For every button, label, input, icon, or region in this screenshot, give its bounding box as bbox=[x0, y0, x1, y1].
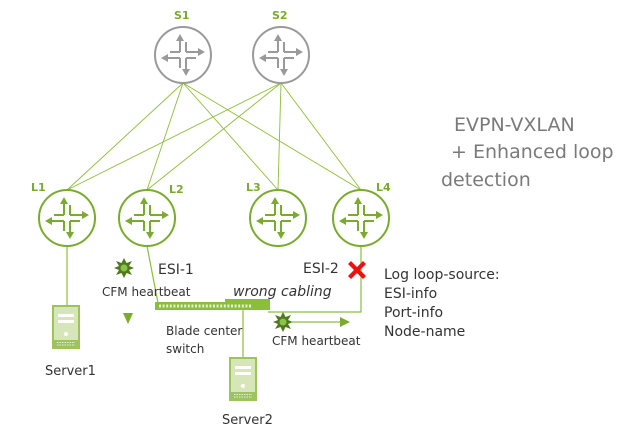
fabric-links bbox=[66, 82, 362, 191]
title-line-1: + Enhanced loop bbox=[445, 141, 614, 163]
router-arrows-icon bbox=[259, 34, 303, 76]
switch-port bbox=[198, 304, 201, 308]
switch-port bbox=[209, 304, 212, 308]
l2-switch-link bbox=[146, 245, 159, 304]
leaf-label: L4 bbox=[376, 181, 391, 194]
switch-port bbox=[159, 304, 161, 308]
switch-port bbox=[184, 304, 187, 308]
router-icon bbox=[118, 189, 176, 247]
leaf-l1: L1 bbox=[31, 181, 96, 247]
switch-port bbox=[241, 304, 244, 308]
router-icon bbox=[332, 189, 390, 247]
error-x-icon bbox=[348, 261, 366, 279]
esi2-label: ESI-2 bbox=[303, 261, 339, 277]
leaf-label: L2 bbox=[169, 183, 184, 196]
switch-label-line1: Blade center bbox=[166, 324, 242, 338]
switch-port bbox=[249, 304, 251, 308]
leaf-label: L3 bbox=[246, 181, 261, 194]
heartbeat-burst-icon bbox=[114, 258, 134, 278]
link-s1-l2 bbox=[146, 82, 184, 191]
heartbeat-burst-icon bbox=[273, 312, 293, 332]
router-arrows-icon bbox=[161, 34, 205, 76]
router-icon bbox=[154, 26, 212, 84]
link-s1-l4 bbox=[182, 82, 362, 191]
server-icon bbox=[52, 305, 80, 349]
link-s1-l1 bbox=[66, 82, 184, 191]
switch-port bbox=[187, 304, 190, 308]
spine-label: S1 bbox=[174, 9, 190, 22]
switch-port bbox=[227, 304, 230, 308]
router-arrows-icon bbox=[125, 197, 169, 239]
esi1-label: ESI-1 bbox=[158, 262, 194, 278]
router-arrows-icon bbox=[256, 197, 300, 239]
server-icon bbox=[229, 357, 257, 401]
link-s2-l3 bbox=[277, 82, 282, 191]
leaf-l3: L3 bbox=[246, 181, 307, 247]
switch-port bbox=[191, 304, 194, 308]
switch-port bbox=[169, 304, 172, 308]
leaf-l2: L2 bbox=[118, 183, 184, 247]
wrong-cabling-label: wrong cabling bbox=[233, 284, 332, 300]
switch-icon bbox=[155, 299, 270, 310]
router-icon bbox=[252, 26, 310, 84]
title-line-0: EVPN-VXLAN bbox=[454, 114, 575, 136]
switch-port bbox=[231, 304, 233, 308]
switch-port bbox=[216, 304, 219, 308]
spine-label: S2 bbox=[272, 9, 288, 22]
router-arrows-icon bbox=[45, 197, 89, 239]
switch-port bbox=[166, 304, 169, 308]
heartbeat-arrow-right-icon bbox=[340, 317, 350, 327]
title-line-2: detection bbox=[441, 169, 531, 191]
switch-port bbox=[173, 304, 176, 308]
router-arrows-icon bbox=[339, 197, 383, 239]
spine-s2: S2 bbox=[252, 9, 310, 84]
log-line-1: ESI-info bbox=[384, 286, 437, 302]
switch-label-line2: switch bbox=[166, 342, 204, 356]
switch-port bbox=[180, 304, 183, 308]
heartbeat-arrow-down-icon bbox=[123, 313, 133, 324]
switch-port bbox=[223, 304, 226, 308]
link-s2-l4 bbox=[280, 82, 362, 191]
switch-port bbox=[213, 304, 215, 308]
server2-label: Server2 bbox=[222, 413, 273, 428]
switch-port bbox=[162, 304, 165, 308]
switch-port bbox=[238, 304, 241, 308]
link-s2-l2 bbox=[146, 82, 282, 191]
router-icon bbox=[38, 189, 96, 247]
cfm-heartbeat-left-label: CFM heartbeat bbox=[102, 285, 191, 299]
switch-port bbox=[202, 304, 205, 308]
switch-port bbox=[195, 304, 197, 308]
switch-port bbox=[234, 304, 237, 308]
switch-port bbox=[220, 304, 223, 308]
log-line-0: Log loop-source: bbox=[384, 267, 500, 283]
switch-port bbox=[245, 304, 248, 308]
leaf-l4: L4 bbox=[332, 181, 391, 247]
link-s2-l1 bbox=[66, 82, 282, 191]
l4-switch-wrong-cabling-link bbox=[268, 246, 362, 313]
switch-port bbox=[205, 304, 208, 308]
log-line-2: Port-info bbox=[384, 305, 443, 321]
cfm-heartbeat-right-label: CFM heartbeat bbox=[272, 334, 361, 348]
switch-port bbox=[177, 304, 179, 308]
spine-s1: S1 bbox=[154, 9, 212, 84]
router-icon bbox=[249, 189, 307, 247]
log-line-3: Node-name bbox=[384, 324, 465, 340]
link-s1-l3 bbox=[182, 82, 279, 191]
server1-label: Server1 bbox=[45, 364, 96, 379]
leaf-label: L1 bbox=[31, 181, 46, 194]
